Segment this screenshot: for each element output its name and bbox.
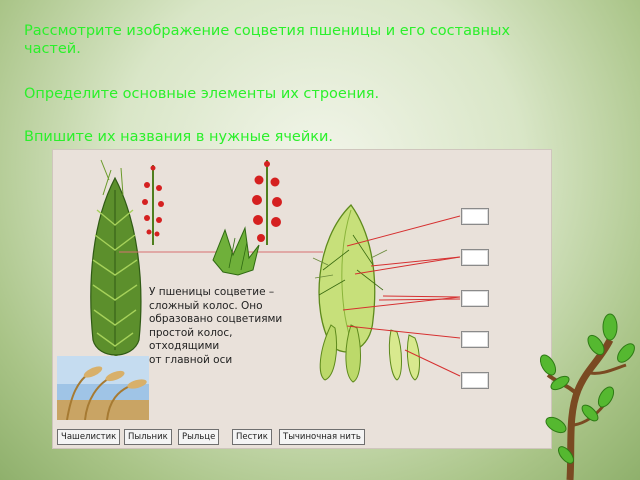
wheat-photo (57, 356, 149, 420)
answer-box-5[interactable] (461, 372, 489, 389)
answer-box-2[interactable] (461, 249, 489, 266)
caption-line: образовано соцветиями (149, 313, 283, 325)
instruction-line-1b: частей. (24, 41, 81, 57)
wheat-ear-icon (90, 159, 142, 356)
word-chip-filament[interactable]: Тычиночная нить (279, 429, 365, 445)
wheat-ear-illustration (90, 159, 461, 383)
spikelet-cluster-icon (212, 226, 260, 276)
answer-box-4[interactable] (461, 331, 489, 348)
word-chip-pistil[interactable]: Пестик (232, 429, 272, 445)
caption-line: от главной оси (149, 353, 233, 366)
answer-box-1[interactable] (461, 208, 489, 225)
spikelet-diagram-large (252, 160, 282, 245)
caption-line: У пшеницы соцветие – (149, 286, 275, 298)
exercise-panel: У пшеницы соцветие – сложный колос. Оно … (52, 149, 552, 449)
word-chip-stigma[interactable]: Рыльце (178, 429, 220, 445)
answer-box-3[interactable] (461, 290, 489, 307)
instruction-line-1: Рассмотрите изображение соцветия пшеницы… (24, 23, 511, 39)
flower-diagram (312, 204, 420, 383)
caption-line: сложный колос. Оно (149, 299, 263, 312)
decorative-tree-icon (540, 313, 635, 480)
spikelet-diagram-small (142, 165, 164, 245)
caption-line: простой колос, отходящими (149, 326, 233, 353)
instruction-line-2: Определите основные элементы их строения… (24, 86, 380, 102)
word-chip-sepal[interactable]: Чашелистик (57, 429, 121, 445)
leader-lines (342, 215, 461, 377)
instruction-line-3: Впишите их названия в нужные ячейки. (24, 129, 334, 145)
word-chip-anther[interactable]: Пыльник (124, 429, 172, 445)
figure-caption: У пшеницы соцветие – сложный колос. Оно … (149, 286, 299, 367)
